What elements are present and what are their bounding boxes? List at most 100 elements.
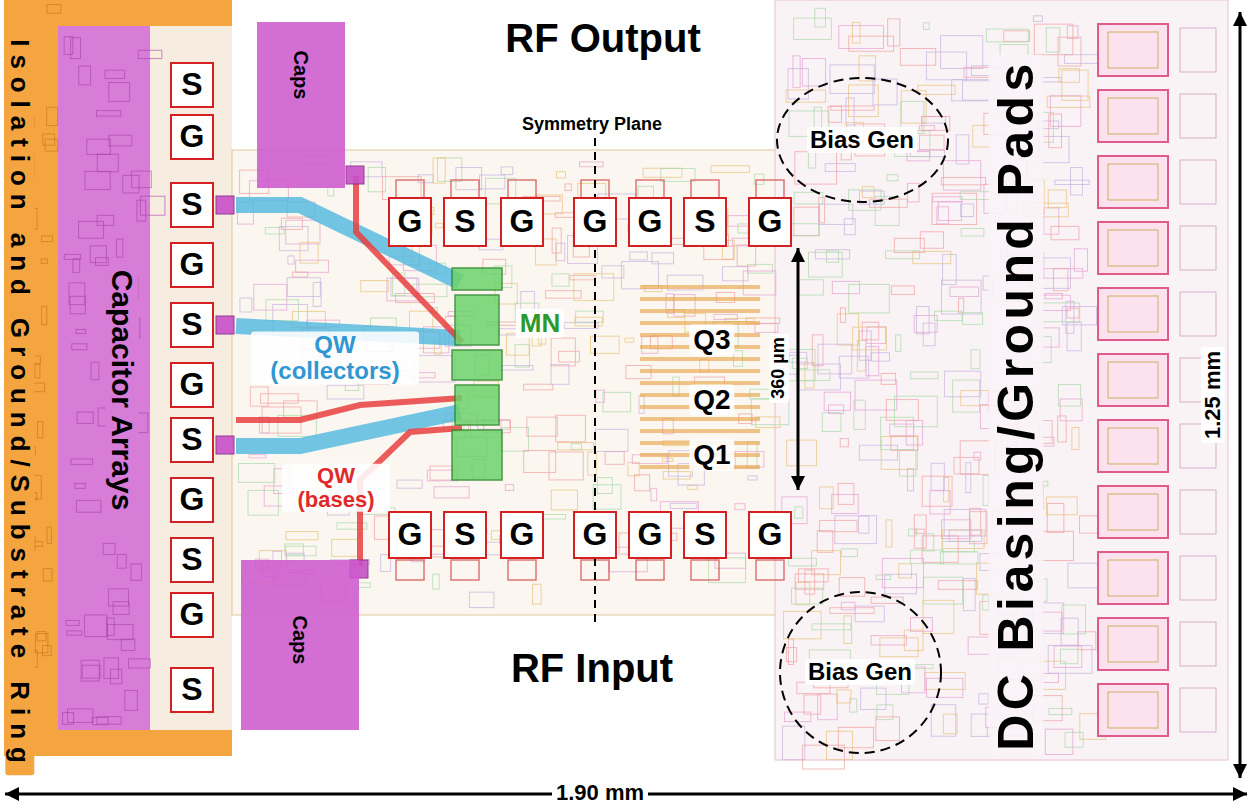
probe-pad xyxy=(396,560,424,580)
layout-texture xyxy=(77,412,93,423)
layout-texture xyxy=(97,717,121,725)
layout-texture xyxy=(809,252,843,277)
layout-texture xyxy=(501,366,533,370)
layout-texture xyxy=(90,246,106,263)
layout-texture xyxy=(33,542,42,547)
layout-texture xyxy=(597,478,612,494)
layout-texture xyxy=(1051,226,1079,239)
dc-pad xyxy=(1098,486,1168,538)
layout-texture xyxy=(723,267,748,281)
layout-texture xyxy=(1074,249,1087,271)
layout-texture xyxy=(887,175,898,181)
layout-texture xyxy=(791,588,822,604)
port-label: RF Input xyxy=(507,646,677,690)
layout-texture xyxy=(131,564,142,580)
signal-pad: G xyxy=(170,114,214,160)
layout-texture xyxy=(704,246,734,259)
layout-texture xyxy=(639,396,644,414)
layout-texture xyxy=(125,690,137,710)
pad-letter: S xyxy=(181,307,202,342)
layout-texture xyxy=(743,271,776,295)
layout-texture xyxy=(605,452,624,465)
signal-pad: G xyxy=(170,242,214,288)
block-name: MN xyxy=(516,309,564,338)
layout-texture xyxy=(328,187,334,196)
layout-texture xyxy=(938,581,977,590)
signal-pad: G xyxy=(748,511,792,559)
layout-texture xyxy=(787,440,817,466)
layout-texture xyxy=(888,19,900,46)
plane-label: Symmetry Plane xyxy=(518,115,666,135)
port-label: RF Output xyxy=(501,16,705,60)
pad-letter: G xyxy=(180,597,205,632)
layout-texture xyxy=(107,618,114,635)
layout-texture xyxy=(960,192,991,200)
layout-texture xyxy=(47,5,61,14)
layout-texture xyxy=(839,356,868,378)
layout-texture xyxy=(576,311,604,322)
layout-texture xyxy=(798,569,828,582)
signal-pad: G xyxy=(170,477,214,523)
layout-texture xyxy=(1049,708,1072,714)
layout-texture xyxy=(129,659,151,668)
layout-texture xyxy=(891,436,918,450)
layout-texture xyxy=(938,202,961,221)
layout-texture xyxy=(918,85,955,94)
layout-texture xyxy=(38,421,43,437)
layout-texture xyxy=(66,620,79,625)
dc-pad-inner xyxy=(1108,230,1158,266)
layout-texture xyxy=(873,79,897,105)
layout-texture xyxy=(943,714,957,734)
signal-pad: S xyxy=(683,511,727,559)
dc-pad-inner xyxy=(1108,560,1158,596)
dimension-label: 1.25 mm xyxy=(1201,347,1225,443)
layout-texture xyxy=(748,476,757,480)
layout-texture xyxy=(1180,556,1216,600)
layout-texture xyxy=(1053,268,1068,290)
pad-letter: G xyxy=(583,517,608,552)
layout-texture xyxy=(47,107,58,125)
layout-texture xyxy=(575,317,602,326)
layout-texture xyxy=(551,490,577,510)
layout-texture xyxy=(786,90,826,102)
layout-texture xyxy=(138,50,162,58)
pad-letter: G xyxy=(510,517,535,552)
layout-texture xyxy=(42,236,53,242)
block-label: Bias Gen xyxy=(805,659,915,685)
layout-texture xyxy=(82,665,100,678)
signal-pad: G xyxy=(628,197,672,247)
pad-letter: S xyxy=(694,517,715,552)
layout-texture xyxy=(837,690,851,703)
layout-texture xyxy=(68,709,93,723)
dimension-arrow-head xyxy=(5,787,19,801)
layout-texture xyxy=(137,200,146,221)
signal-pad: S xyxy=(443,511,487,559)
signal-pad: G xyxy=(573,197,617,247)
layout-texture xyxy=(943,530,985,549)
layout-texture xyxy=(963,579,975,611)
layout-texture xyxy=(1062,605,1086,634)
pad-letter: G xyxy=(180,247,205,282)
layout-texture xyxy=(593,485,621,509)
dimension-arrow-head xyxy=(1233,787,1247,801)
dc-pad-inner xyxy=(1108,626,1158,662)
layout-texture xyxy=(670,503,696,508)
layout-texture xyxy=(37,632,46,641)
layout-texture xyxy=(934,311,962,320)
layout-texture xyxy=(880,638,918,657)
layout-texture xyxy=(571,444,581,450)
dimension-arrow-head xyxy=(791,248,805,262)
layout-texture xyxy=(287,278,320,297)
pad-letter: G xyxy=(180,119,205,154)
layout-texture xyxy=(737,245,755,266)
dc-pad xyxy=(1098,156,1168,208)
layout-texture xyxy=(970,508,981,535)
layout-texture xyxy=(815,250,849,259)
layout-texture xyxy=(249,455,266,458)
layout-texture xyxy=(854,400,865,429)
layout-texture xyxy=(926,52,966,80)
layout-texture xyxy=(64,37,73,55)
layout-texture xyxy=(914,515,926,548)
layout-texture xyxy=(501,167,513,175)
layout-texture xyxy=(819,487,833,509)
